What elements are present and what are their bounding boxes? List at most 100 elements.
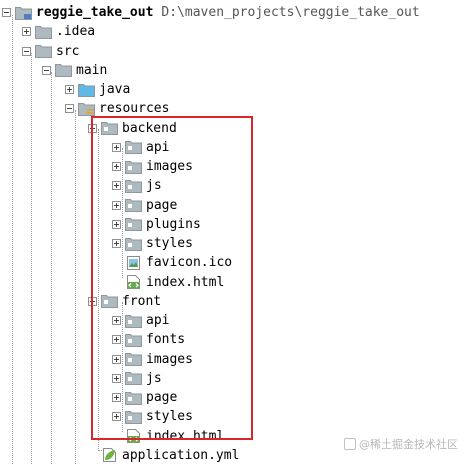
tree-guide-line: [51, 72, 52, 464]
expand-toggle-icon[interactable]: [112, 393, 121, 402]
package-folder-icon: [125, 391, 142, 405]
watermark-icon: [344, 438, 356, 450]
tree-item-label: styles: [146, 409, 193, 425]
tree-item[interactable]: images: [112, 350, 193, 369]
tree-item-label: page: [146, 197, 178, 213]
folder-icon: [35, 25, 52, 39]
tree-item[interactable]: index.html: [112, 273, 224, 292]
tree-item[interactable]: backend: [88, 119, 177, 138]
tree-item-label: java: [99, 82, 131, 97]
tree-item[interactable]: front: [88, 292, 161, 311]
tree-item-label: images: [146, 159, 193, 174]
expand-toggle-icon[interactable]: [112, 239, 121, 248]
package-folder-icon: [125, 217, 142, 232]
package-folder-icon: [125, 140, 142, 155]
tree-item[interactable]: api: [112, 138, 169, 157]
package-folder-icon: [125, 333, 142, 347]
tree-item[interactable]: index.html: [112, 427, 224, 446]
tree-item-label: main: [76, 62, 108, 78]
collapse-toggle-icon[interactable]: [2, 8, 11, 17]
folder-icon: [35, 44, 52, 58]
expand-toggle-icon[interactable]: [112, 354, 121, 364]
tree-item[interactable]: plugins: [112, 215, 201, 234]
tree-item-label: api: [146, 139, 170, 155]
tree-item[interactable]: main: [42, 61, 107, 80]
tree-item-label: src: [56, 43, 80, 59]
collapse-toggle-icon[interactable]: [88, 123, 97, 133]
package-folder-icon: [101, 121, 118, 135]
tree-guide-line: [122, 148, 123, 278]
yaml-file-icon: [101, 448, 118, 463]
tree-item-label: api: [146, 313, 170, 328]
tree-item-label: fonts: [146, 332, 186, 348]
tree-item-label: index.html: [146, 274, 225, 290]
tree-item[interactable]: application.yml: [88, 446, 239, 464]
tree-item-label: styles: [146, 236, 193, 251]
expand-toggle-icon[interactable]: [112, 219, 121, 229]
tree-guide-line: [31, 53, 32, 464]
expand-toggle-icon[interactable]: [22, 27, 31, 37]
tree-item[interactable]: favicon.ico: [112, 253, 232, 272]
package-folder-icon: [125, 410, 142, 424]
tree-item[interactable]: src: [22, 42, 79, 61]
package-folder-icon: [101, 294, 118, 309]
tree-item[interactable]: images: [112, 157, 193, 176]
tree-item-label: application.yml: [122, 447, 240, 463]
package-folder-icon: [125, 179, 142, 193]
expand-toggle-icon[interactable]: [65, 85, 74, 94]
tree-item[interactable]: styles: [112, 407, 193, 426]
tree-item-label: plugins: [146, 216, 201, 232]
tree-item-label: backend: [122, 120, 177, 136]
tree-guide-line: [98, 129, 99, 451]
package-folder-icon: [125, 160, 142, 174]
expand-toggle-icon[interactable]: [112, 412, 121, 422]
folder-icon: [55, 63, 72, 78]
resources-folder-icon: [78, 102, 95, 116]
package-folder-icon: [125, 314, 142, 328]
project-path: D:\maven_projects\reggie_take_out: [161, 5, 420, 20]
image-file-icon: [125, 255, 142, 270]
collapse-toggle-icon[interactable]: [65, 104, 74, 114]
tree-item-label: reggie_take_out: [36, 5, 154, 20]
tree-item[interactable]: page: [112, 388, 177, 407]
collapse-toggle-icon[interactable]: [42, 65, 51, 75]
tree-guide-line: [75, 110, 76, 464]
tree-item-label: js: [146, 178, 162, 194]
tree-item[interactable]: api: [112, 311, 169, 330]
tree-item[interactable]: resources: [65, 99, 169, 118]
expand-toggle-icon[interactable]: [112, 335, 121, 345]
tree-item-label: front: [122, 293, 162, 309]
expand-toggle-icon[interactable]: [112, 181, 121, 191]
tree-item-label: images: [146, 351, 193, 367]
package-folder-icon: [125, 237, 142, 251]
tree-item[interactable]: js: [112, 369, 162, 388]
tree-item[interactable]: fonts: [112, 330, 185, 349]
tree-item[interactable]: styles: [112, 234, 193, 253]
tree-item-label: favicon.ico: [146, 255, 233, 271]
module-folder-icon: [15, 6, 32, 20]
package-folder-icon: [125, 352, 142, 366]
tree-item[interactable]: .idea: [22, 22, 95, 41]
tree-item[interactable]: reggie_take_out D:\maven_projects\reggie_…: [2, 3, 420, 22]
expand-toggle-icon[interactable]: [112, 200, 121, 210]
expand-toggle-icon[interactable]: [112, 142, 121, 152]
tree-item[interactable]: java: [65, 80, 130, 99]
tree-item-label: .idea: [56, 24, 96, 40]
tree-item-label: index.html: [146, 428, 225, 444]
tree-item[interactable]: page: [112, 196, 177, 215]
html-file-icon: [125, 429, 142, 443]
expand-toggle-icon[interactable]: [112, 373, 121, 383]
html-file-icon: [125, 275, 142, 289]
expand-toggle-icon[interactable]: [112, 316, 121, 325]
watermark: @稀土掘金技术社区: [344, 436, 458, 452]
expand-toggle-icon[interactable]: [112, 162, 121, 171]
tree-guide-line: [122, 302, 123, 432]
tree-item-label: page: [146, 390, 178, 405]
watermark-text: @稀土掘金技术社区: [359, 438, 458, 451]
tree-item[interactable]: js: [112, 176, 162, 195]
tree-guide-line: [12, 15, 13, 464]
collapse-toggle-icon[interactable]: [22, 46, 31, 56]
tree-item-label: resources: [99, 101, 170, 117]
collapse-toggle-icon[interactable]: [88, 296, 97, 306]
